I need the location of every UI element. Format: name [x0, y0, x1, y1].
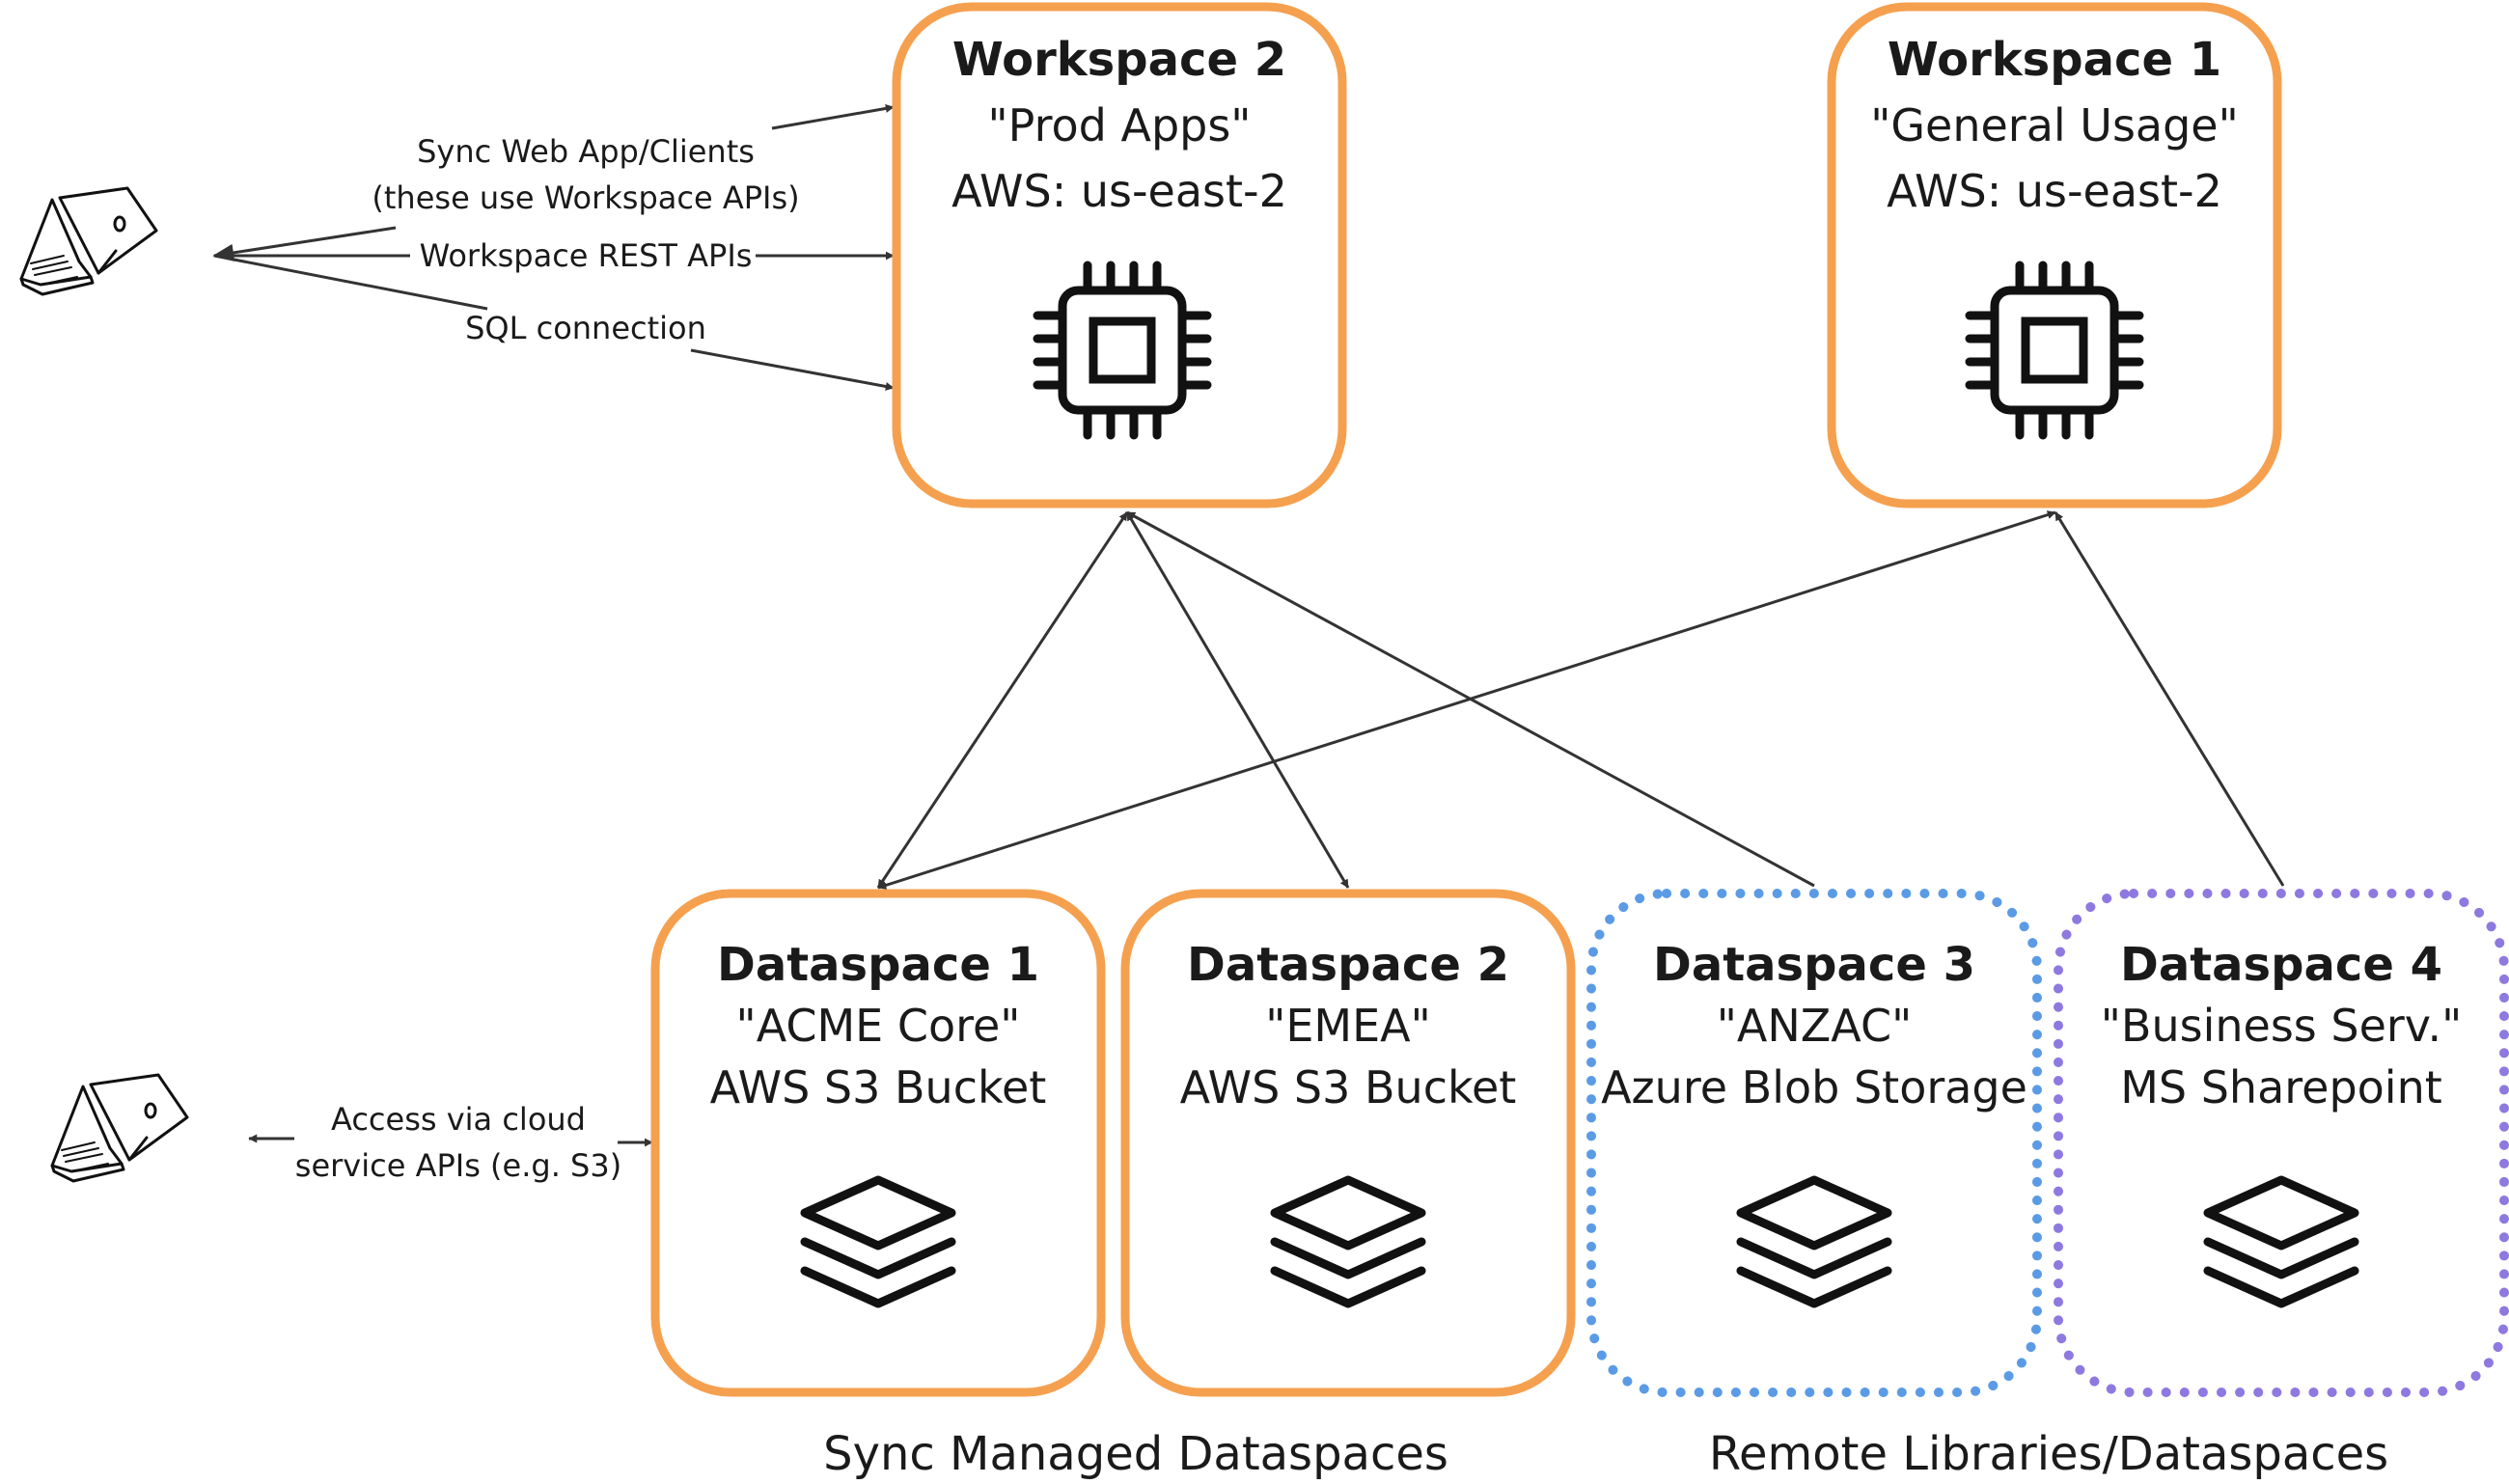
sql-arrow-right — [690, 348, 895, 391]
ws1-ds4-arrow — [2054, 511, 2285, 887]
sync-webapp-return-arrow — [212, 226, 397, 261]
dataspace-name: "Business Serv." — [2101, 1000, 2462, 1052]
cloud-access-label: Access via cloud — [331, 1101, 586, 1138]
sync-webapp-label: Sync Web App/Clients — [417, 133, 755, 170]
dataspace-frame — [1120, 889, 1576, 1397]
dataspace-storage: MS Sharepoint — [2120, 1061, 2442, 1113]
workspace-name: "Prod Apps" — [988, 99, 1252, 151]
cloud-access-sublabel: service APIs (e.g. S3) — [295, 1147, 621, 1184]
dataspace-box[interactable]: Dataspace 4 "Business Serv." MS Sharepoi… — [2054, 889, 2509, 1397]
dataspace-frame — [1586, 889, 2042, 1397]
dataspace-frame — [650, 889, 1106, 1397]
sql-label: SQL connection — [465, 310, 706, 346]
ws2-ds1-arrow — [876, 511, 1129, 889]
dataspace-title: Dataspace 2 — [1187, 938, 1509, 992]
dataspace-box[interactable]: Dataspace 1 "ACME Core" AWS S3 Bucket — [650, 889, 1106, 1397]
ws2-ds2-arrow — [1125, 511, 1350, 889]
workspace-frame — [1827, 2, 2282, 508]
laptop-icon — [50, 1073, 189, 1183]
workspace-frame — [892, 2, 1347, 508]
dataspace-title: Dataspace 3 — [1653, 938, 1975, 992]
dataspace-storage: Azure Blob Storage — [1601, 1061, 2027, 1113]
group-label-managed: Sync Managed Dataspaces — [823, 1427, 1448, 1481]
workspace-title: Workspace 2 — [952, 33, 1286, 87]
client-edge-labels: Sync Web App/Clients (these use Workspac… — [295, 133, 800, 1184]
dataspace-box[interactable]: Dataspace 2 "EMEA" AWS S3 Bucket — [1120, 889, 1576, 1397]
sync-webapp-arrow — [771, 103, 895, 130]
ws1-ds1-arrow — [877, 510, 2056, 890]
dataspace-name: "ACME Core" — [736, 1000, 1021, 1052]
workspace-title: Workspace 1 — [1888, 33, 2221, 87]
dataspace-box[interactable]: Dataspace 3 "ANZAC" Azure Blob Storage — [1586, 889, 2042, 1397]
dataspace-title: Dataspace 4 — [2120, 938, 2442, 992]
dataspace-storage: AWS S3 Bucket — [1180, 1061, 1517, 1113]
rest-api-label: Workspace REST APIs — [420, 237, 753, 274]
workspace-location: AWS: us-east-2 — [951, 165, 1287, 217]
dataspace-frame — [2054, 889, 2509, 1397]
workspace-name: "General Usage" — [1870, 99, 2239, 151]
sql-arrow-left — [213, 254, 488, 311]
sync-webapp-sublabel: (these use Workspace APIs) — [372, 179, 799, 216]
workspace-location: AWS: us-east-2 — [1887, 165, 2222, 217]
laptop-icon — [19, 186, 158, 296]
dataspace-name: "ANZAC" — [1717, 1000, 1913, 1052]
dataspace-name: "EMEA" — [1265, 1000, 1431, 1052]
dataspace-storage: AWS S3 Bucket — [710, 1061, 1047, 1113]
dataspace-title: Dataspace 1 — [717, 938, 1039, 992]
workspace-box[interactable]: Workspace 2 "Prod Apps" AWS: us-east-2 — [892, 2, 1347, 508]
connectors — [212, 103, 2285, 1147]
group-label-remote: Remote Libraries/Dataspaces — [1709, 1427, 2388, 1481]
workspace-box[interactable]: Workspace 1 "General Usage" AWS: us-east… — [1827, 2, 2282, 508]
